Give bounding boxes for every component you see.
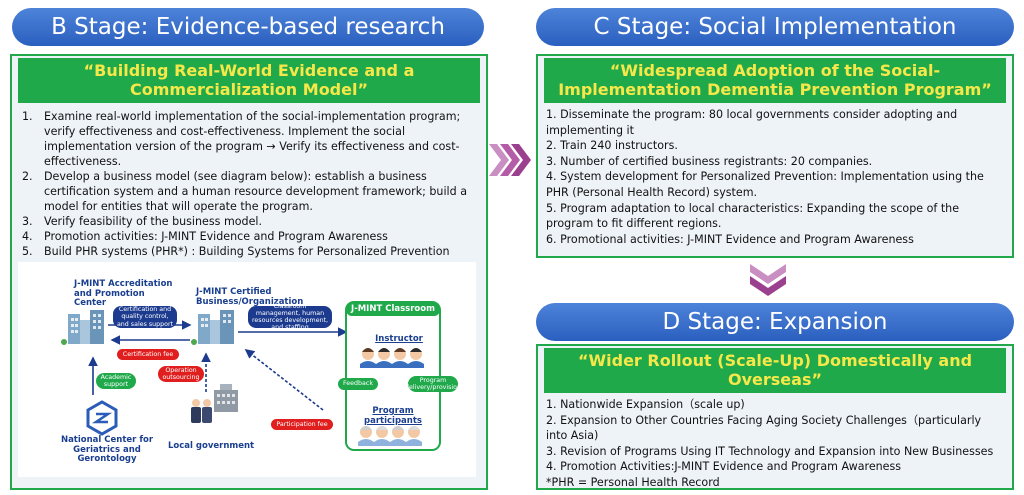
stage-c-item: 6. Promotional activities: J-MINT Eviden… (546, 232, 914, 246)
certified-building-icon (191, 310, 234, 345)
stage-d-item: 2. Expansion to Other Countries Facing A… (546, 413, 982, 443)
stage-b-item: 4.Promotion activities: J-MINT Evidence … (22, 230, 388, 243)
stage-c-list: 1. Disseminate the program: 80 local gov… (538, 103, 1012, 247)
accreditation-building-icon (61, 310, 104, 345)
classroom-management-pill: Classroom management, human resources de… (248, 303, 332, 331)
stage-d-item: 4. Promotion Activities:J-MINT Evidence … (546, 460, 902, 474)
business-model-diagram: J-MINT Accreditation and Promotion Cente… (18, 262, 476, 477)
right-chevrons-icon (489, 144, 531, 176)
stage-c-item: 5. Program adaptation to local character… (546, 201, 960, 231)
stage-b-item: 5.Build PHR systems (PHR*) : Building Sy… (22, 245, 450, 258)
operation-outsourcing-pill: Operation outsourcing (158, 366, 204, 382)
participants-label: Program participants (364, 406, 422, 426)
stage-b-item: 3.Verify feasibility of the business mod… (22, 215, 263, 228)
local-government-building-icon (214, 384, 238, 412)
stage-b-title: “Building Real-World Evidence and a Comm… (18, 58, 480, 103)
stage-c-item: 2. Train 240 instructors. (546, 139, 678, 153)
certification-fee-pill: Certification fee (117, 349, 179, 360)
stage-d-title: “Wider Rollout (Scale-Up) Domestically a… (544, 348, 1006, 393)
stage-b-item: 2.Develop a business model (see diagram … (22, 170, 467, 213)
classroom-label: J-MINT Classroom (351, 304, 435, 314)
stage-d-header: D Stage: Expansion (536, 303, 1014, 341)
stage-d-panel: “Wider Rollout (Scale-Up) Domestically a… (536, 344, 1014, 490)
certification-quality-pill: Certification and quality control, and s… (113, 306, 177, 328)
down-chevrons-icon (750, 264, 786, 296)
stage-c-panel: “Widespread Adoption of the Social-Imple… (536, 54, 1014, 258)
participant-people-icons (358, 426, 422, 446)
official-person-icons (191, 399, 212, 423)
accreditation-label: J-MINT Accreditation and Promotion Cente… (74, 279, 173, 308)
instructor-label: Instructor (375, 334, 423, 344)
stage-d-item: 3. Revision of Programs Using IT Technol… (546, 444, 994, 458)
stage-c-item: 1. Disseminate the program: 80 local gov… (546, 108, 958, 137)
stage-b-list: 1.Examine real-world implementation of t… (12, 103, 486, 259)
phr-footnote: *PHR = Personal Health Record (546, 475, 720, 489)
academic-support-pill: Academic support (96, 373, 136, 389)
stage-d-item: 1. Nationwide Expansion（scale up) (546, 398, 745, 411)
stage-c-title: “Widespread Adoption of the Social-Imple… (544, 58, 1006, 103)
stage-b-header: B Stage: Evidence-based research (12, 8, 484, 46)
stage-c-header: C Stage: Social Implementation (536, 8, 1014, 46)
stage-b-item: 1.Examine real-world implementation of t… (22, 110, 461, 168)
ncgg-label: National Center for Geriatrics and Geron… (60, 435, 154, 464)
certified-label: J-MINT Certified Business/Organization (196, 287, 304, 307)
local-government-label: Local government (168, 441, 255, 451)
feedback-pill: Feedback (338, 378, 378, 390)
instructor-people-icons (360, 348, 424, 368)
program-delivery-pill: Program delivery/provision (404, 376, 462, 392)
ncgg-logo-icon (86, 400, 118, 436)
stage-c-item: 3. Number of certified business registra… (546, 154, 873, 168)
stage-d-list: 1. Nationwide Expansion（scale up) 2. Exp… (538, 393, 1012, 491)
stage-c-item: 4. System development for Personalized P… (546, 170, 984, 199)
participation-fee-pill: Participation fee (271, 419, 333, 430)
